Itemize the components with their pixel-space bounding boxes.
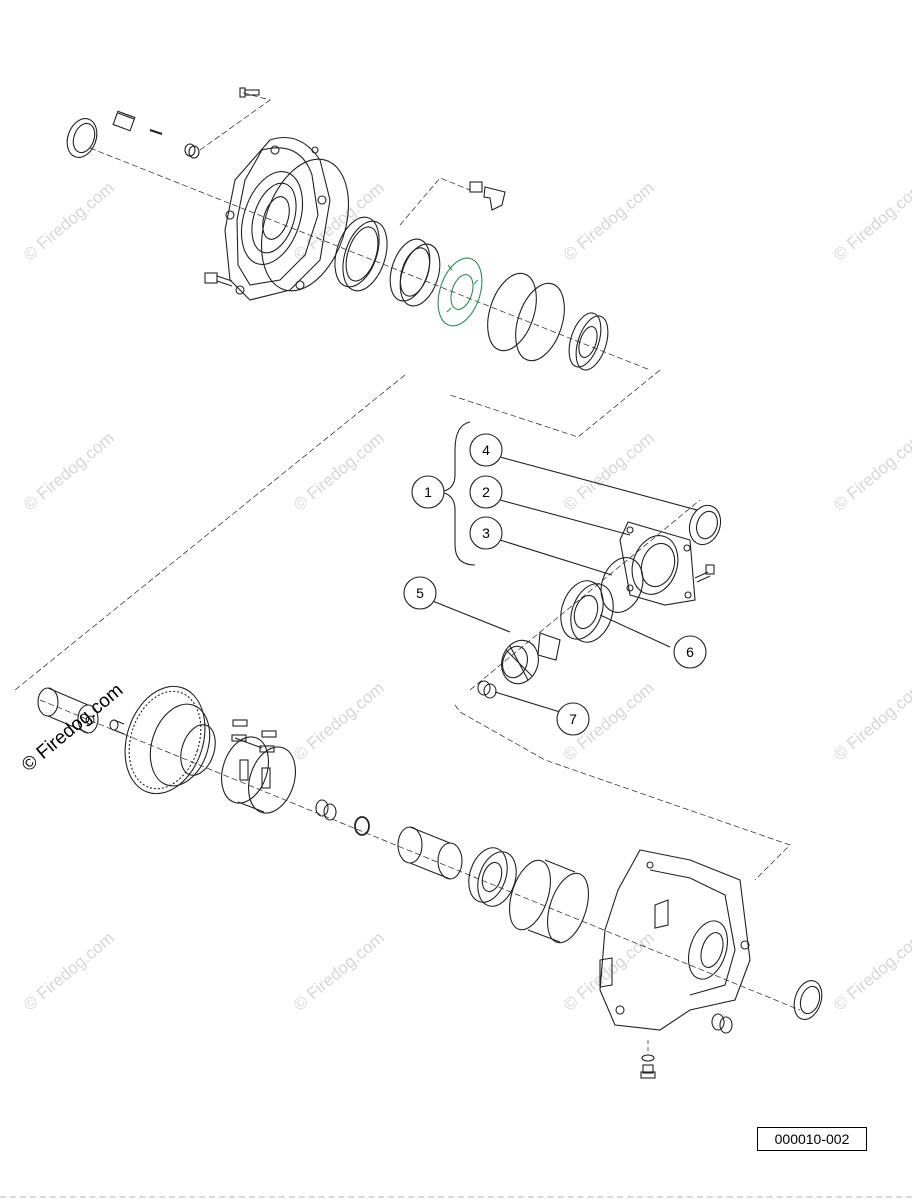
ball-bearing-top: [568, 312, 609, 371]
clip-bracket: [469, 181, 506, 211]
ring-gear: [124, 685, 216, 795]
callout-3: 3: [482, 525, 490, 541]
o-ring-large: [260, 158, 350, 292]
leader-line: [494, 691, 561, 713]
ball-bearing-6: [560, 580, 614, 643]
leader-line: [399, 177, 471, 226]
pinion-gear-5: [501, 632, 561, 685]
housing-bolt: [694, 564, 715, 583]
housing-cover-top: [224, 136, 331, 301]
bearing-race: [334, 216, 388, 292]
pin-small: [109, 719, 125, 735]
oil-seal-top-left: [66, 118, 98, 158]
leader-line: [14, 374, 406, 691]
drain-plug-bushing: [711, 1013, 733, 1034]
leader-line: [429, 599, 511, 633]
snap-ring: [515, 282, 565, 362]
large-sleeve: [509, 859, 589, 944]
drain-bolt: [640, 1064, 656, 1079]
leader-line: [199, 91, 271, 151]
callout-5: 5: [416, 585, 424, 601]
reference-code-box: 000010-002: [757, 1127, 867, 1151]
final-drive-housing: [599, 849, 751, 1031]
circlip: [354, 816, 370, 836]
axis-line: [89, 147, 651, 371]
end-bushing: [37, 687, 99, 734]
oil-seal-bottom-right: [793, 980, 823, 1020]
leader-line: [499, 499, 631, 536]
callout-6: 6: [686, 644, 694, 660]
bearing-sleeve: [389, 238, 441, 307]
callout-1: 1: [424, 484, 432, 500]
callout-4: 4: [482, 442, 490, 458]
flange-bolt: [204, 272, 233, 287]
footer-divider: [0, 1196, 912, 1200]
dowel-pin: [149, 129, 163, 135]
callout-2: 2: [482, 484, 490, 500]
sealing-washer: [641, 1054, 655, 1062]
shim-plate-highlighted: [437, 257, 483, 327]
ball-bearing-bottom: [468, 847, 517, 907]
spacer-bushing: [315, 799, 337, 821]
bushing-small: [184, 143, 200, 159]
retainer-block: [112, 110, 136, 132]
leader-line: [499, 539, 613, 576]
leader-line: [454, 704, 791, 881]
rollers-set: [231, 719, 277, 753]
snap-ring: [487, 272, 537, 352]
bushing-7: [477, 680, 497, 699]
roller-cage: [221, 736, 296, 814]
bearing-housing-2: [619, 521, 696, 606]
leader-line: [449, 369, 661, 438]
small-bolt-top: [239, 87, 260, 98]
needle-sleeve: [397, 826, 463, 880]
callout-7: 7: [569, 711, 577, 727]
leader-line: [599, 614, 671, 648]
oil-seal-4: [688, 504, 722, 546]
axis-line: [469, 499, 701, 691]
leader-line: [499, 456, 698, 511]
callout-circles: [403, 433, 707, 736]
